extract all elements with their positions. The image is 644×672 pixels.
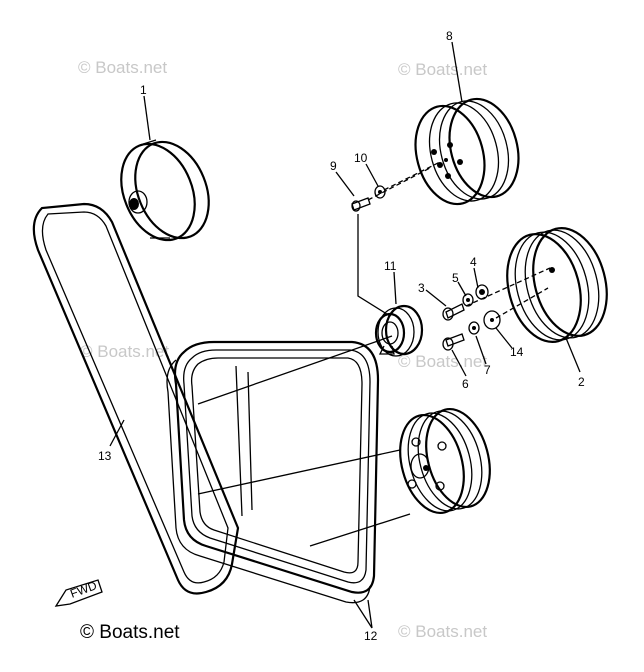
watermark: © Boats.net bbox=[78, 58, 168, 77]
callout-10: 10 bbox=[354, 151, 368, 165]
callout-6: 6 bbox=[462, 377, 469, 391]
washer-7[interactable] bbox=[468, 321, 480, 335]
callout-14: 14 bbox=[510, 345, 524, 359]
washer-10[interactable] bbox=[374, 185, 386, 199]
footer-watermark: © Boats.net bbox=[80, 622, 180, 643]
callout-8: 8 bbox=[446, 29, 453, 43]
svg-text:FWD: FWD bbox=[68, 578, 99, 601]
pulley-1[interactable] bbox=[108, 131, 223, 251]
watermark: © Boats.net bbox=[80, 342, 170, 361]
pulley-8[interactable] bbox=[405, 91, 529, 212]
idler-pulley-11[interactable] bbox=[374, 304, 424, 357]
bolt-9[interactable] bbox=[351, 197, 371, 212]
callout-2: 2 bbox=[578, 375, 585, 389]
callouts: 1 2 3 4 5 6 7 8 9 10 11 12 13 14 bbox=[98, 29, 585, 643]
bolt-6[interactable] bbox=[442, 333, 465, 351]
bolt-3[interactable] bbox=[442, 303, 465, 321]
watermark: © Boats.net bbox=[398, 622, 488, 641]
callout-4: 4 bbox=[470, 255, 477, 269]
leader-lines bbox=[109, 41, 581, 629]
callout-11: 11 bbox=[384, 259, 397, 273]
washer-14[interactable] bbox=[483, 310, 501, 330]
pulley-2[interactable] bbox=[496, 220, 618, 350]
belt-13[interactable] bbox=[32, 202, 240, 595]
callout-3: 3 bbox=[418, 281, 425, 295]
callout-9: 9 bbox=[330, 159, 337, 173]
callout-1: 1 bbox=[140, 83, 147, 97]
callout-12: 12 bbox=[364, 629, 378, 643]
assembly-lines bbox=[197, 161, 551, 547]
watermark: © Boats.net bbox=[398, 352, 488, 371]
callout-7: 7 bbox=[484, 363, 491, 377]
belt-set-12[interactable] bbox=[166, 340, 380, 604]
watermark: © Boats.net bbox=[398, 60, 488, 79]
callout-5: 5 bbox=[452, 271, 459, 285]
washer-5[interactable] bbox=[462, 293, 474, 307]
fwd-arrow: FWD bbox=[54, 578, 103, 607]
callout-13: 13 bbox=[98, 449, 112, 463]
pulley-bottom[interactable] bbox=[390, 402, 500, 520]
